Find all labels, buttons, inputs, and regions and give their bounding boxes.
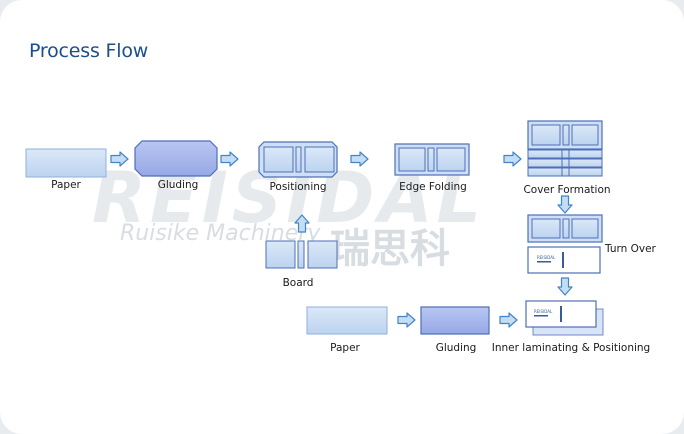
- glued-paper-shape: [134, 140, 218, 177]
- paper-sheet-shape-2: [306, 306, 388, 335]
- arrow-right-icon: [397, 312, 416, 328]
- label-turn-over: Turn Over: [604, 243, 657, 255]
- label-paper: Paper: [51, 179, 81, 191]
- page-title: Process Flow: [29, 40, 149, 62]
- label-gluding: Gluding: [158, 179, 199, 191]
- watermark-chinese: 瑞思科: [330, 226, 450, 272]
- edge-folding-shape: [394, 143, 470, 176]
- label-inner-laminating: Inner laminating & Positioning: [492, 342, 650, 354]
- arrow-down-icon: [557, 277, 573, 296]
- turn-over-shape: REISIDAL: [527, 214, 603, 274]
- arrow-right-icon: [499, 312, 518, 328]
- label-positioning: Positioning: [269, 181, 326, 193]
- label-paper-2: Paper: [330, 342, 360, 354]
- glued-paper-shape-2: [420, 306, 490, 335]
- cover-formation-shape: [527, 120, 603, 177]
- board-shape: [265, 240, 338, 269]
- label-edge-folding: Edge Folding: [399, 181, 467, 193]
- arrow-down-icon: [557, 195, 573, 214]
- logo-text: REISIDAL: [534, 309, 553, 314]
- paper-sheet-shape: [25, 148, 107, 178]
- logo-text: REISIDAL: [537, 255, 556, 260]
- inner-laminating-shape: REISIDAL: [525, 300, 604, 336]
- label-gluding-2: Gluding: [436, 342, 477, 354]
- arrow-right-icon: [503, 151, 522, 167]
- label-board: Board: [283, 277, 314, 289]
- positioning-shape: [258, 141, 338, 178]
- label-cover-formation: Cover Formation: [523, 184, 610, 196]
